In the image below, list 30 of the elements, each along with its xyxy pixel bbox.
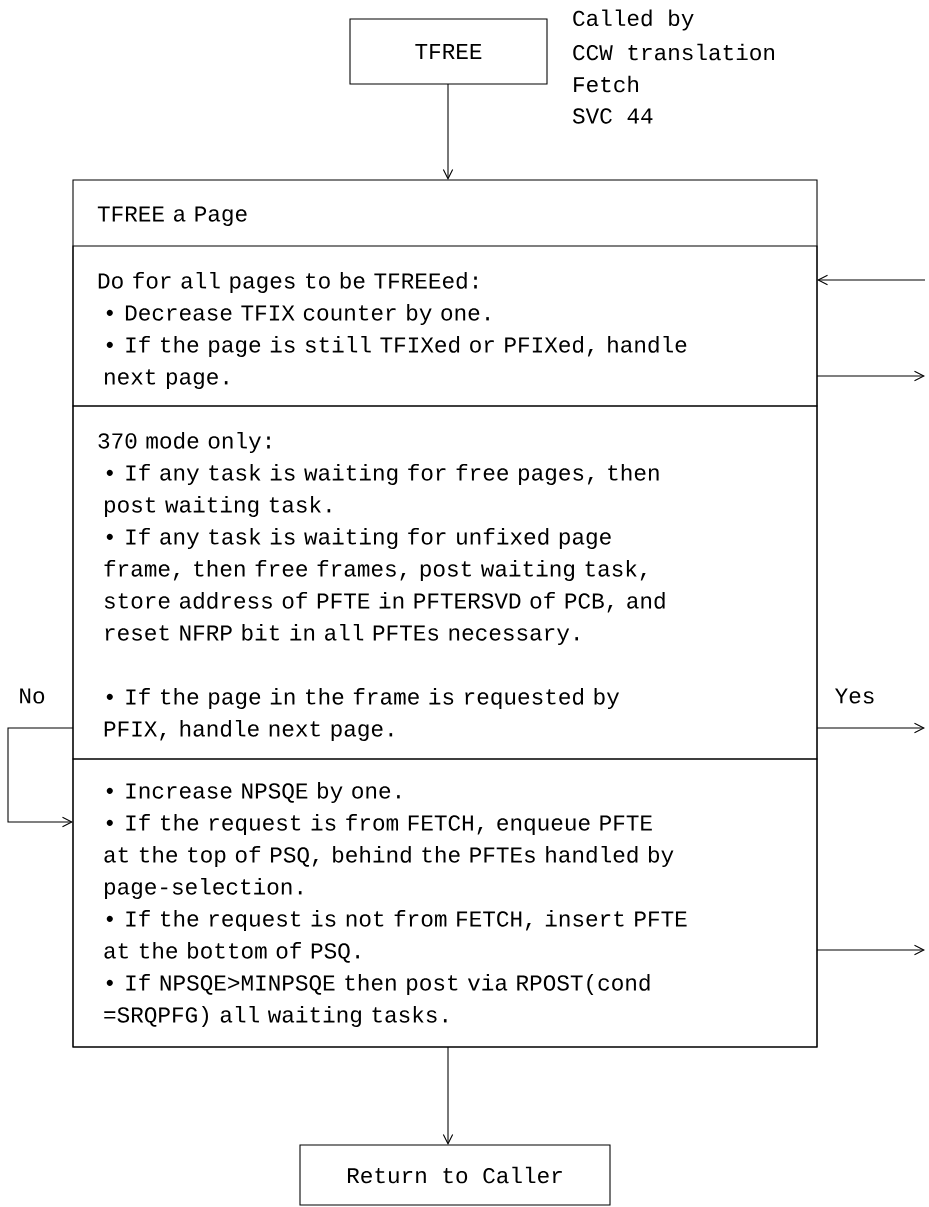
step-section xyxy=(72,405,818,760)
bullet-item: • Increase NPSQE by one. xyxy=(106,782,400,804)
bullet-item: • If the request is not from FETCH, insert PFTE at the bottom of PSQ. xyxy=(104,910,687,963)
note-text: SVC 44 xyxy=(572,108,653,124)
arrow xyxy=(816,370,925,382)
step-section xyxy=(72,245,818,407)
edge-label: No xyxy=(15,685,49,707)
process-box: Return to Caller xyxy=(299,1144,611,1206)
arrow xyxy=(816,944,925,956)
arrow xyxy=(442,83,454,180)
step-heading: 370 mode only: xyxy=(98,432,270,454)
process-box: TFREE xyxy=(349,18,548,85)
arrow xyxy=(442,1046,454,1145)
edge-label: Yes xyxy=(831,685,879,707)
note-text: Fetch xyxy=(574,75,638,93)
note-text: Called by xyxy=(573,9,694,31)
bullet-item: • If the page is still TFIXed or PFIXed, handle next page. xyxy=(105,336,687,390)
bullet-item: • Decrease TFIX counter by one. xyxy=(106,304,489,326)
note-text: CCW translation xyxy=(573,43,774,61)
bullet-item: • If any task is waiting for free pages, then post waiting task. xyxy=(105,464,659,518)
bullet-item: • If any task is waiting for unfixed page frame, then free frames, post waiting task, store address of PFTE in PFTERSVD of PCB, and reset NFRP bit in all PFTEs necessary. xyxy=(104,528,665,646)
bullet-item: • If the page in the frame is requested by PFIX, handle next page. xyxy=(104,688,620,742)
arrow xyxy=(817,274,926,286)
step-heading: TFREE a Page xyxy=(97,206,247,227)
arrow xyxy=(816,722,925,734)
bullet-item: • If NPSQE>MINPSQE then post via RPOST(cond =SRQPFG) all waiting tasks. xyxy=(104,974,650,1028)
step-heading: Do for all pages to be TFREEed: xyxy=(98,272,477,294)
bullet-item: • If the request is from FETCH, enqueue PFTE at the top of PSQ, behind the PFTEs handled by page-selection. xyxy=(104,814,674,900)
arrow xyxy=(7,727,74,828)
step-section xyxy=(72,758,818,1048)
